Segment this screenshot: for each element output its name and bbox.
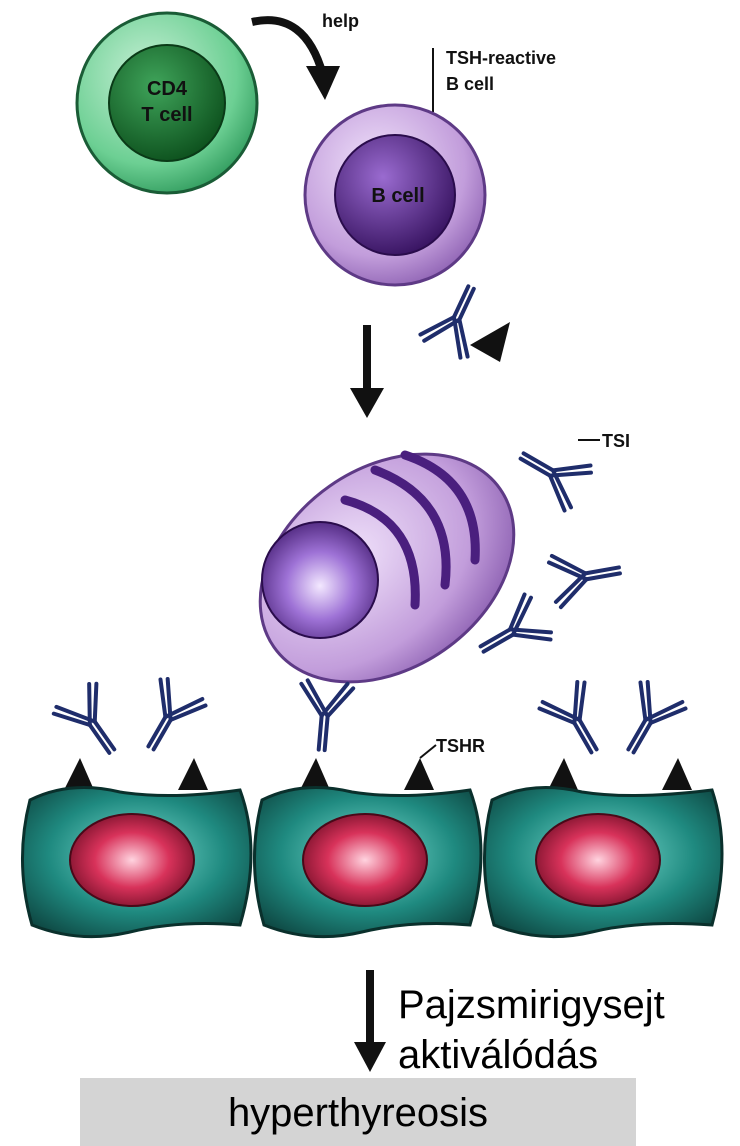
bound-antibodies — [51, 676, 687, 766]
help-label: help — [322, 11, 359, 31]
b-cell: B cell — [305, 105, 485, 285]
tshr-receptors — [64, 758, 692, 790]
tshr-receptor-icon — [404, 758, 434, 790]
plasma-cell — [217, 407, 558, 729]
tshr-receptor-icon — [64, 758, 94, 790]
cd4-t-cell: CD4 T cell — [77, 13, 257, 193]
b-cell-receptor — [419, 277, 510, 362]
activation-arrow — [354, 970, 386, 1072]
tsh-antigen-icon — [470, 322, 510, 362]
thyroid-cell — [254, 788, 481, 937]
tshr-receptor-icon — [300, 758, 330, 790]
b-cell-label: B cell — [371, 185, 424, 207]
differentiation-arrow — [350, 325, 384, 418]
thyroid-cell — [22, 788, 251, 937]
help-arrow — [252, 20, 340, 100]
tshr-receptor-icon — [548, 758, 578, 790]
tshr-receptor-icon — [178, 758, 208, 790]
result-label: hyperthyreosis — [80, 1080, 636, 1146]
tshr-label: TSHR — [436, 736, 485, 756]
tshr-pointer — [420, 745, 436, 758]
tsh-reactive-label-line1: TSH-reactive — [446, 48, 556, 68]
cd4-label: CD4 — [147, 78, 188, 100]
activation-label-line1: Pajzsmirigysejt — [398, 983, 665, 1027]
tshr-receptor-icon — [662, 758, 692, 790]
activation-label-line2: aktiválódás — [398, 1033, 598, 1077]
t-cell-label: T cell — [141, 104, 192, 126]
tsh-reactive-label-line2: B cell — [446, 74, 494, 94]
thyroid-cell — [484, 788, 722, 937]
tsi-label: TSI — [602, 431, 630, 451]
